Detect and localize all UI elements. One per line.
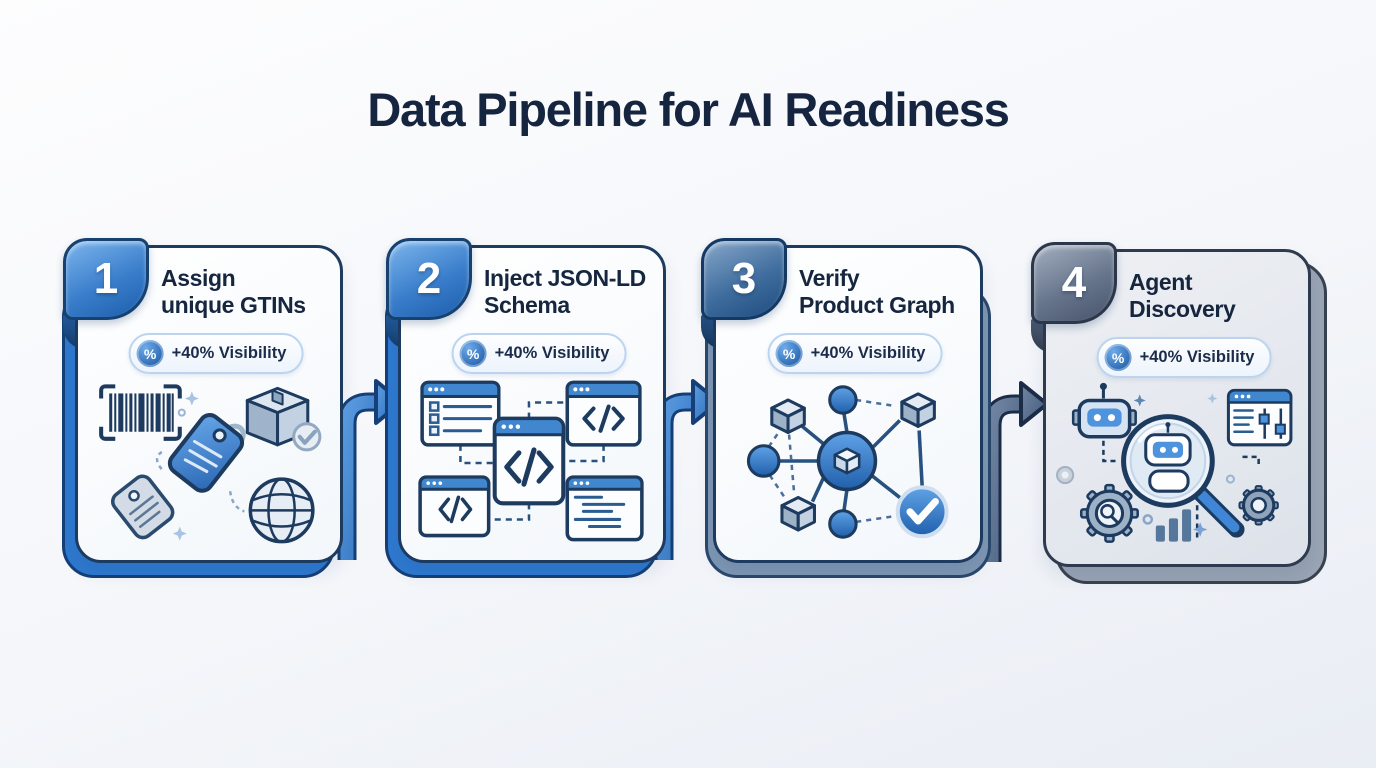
percent-seal-icon: % — [1104, 344, 1132, 371]
bar-chart-icon — [1142, 509, 1192, 542]
percent-glyph: % — [466, 345, 480, 362]
sparkle-icon — [172, 391, 199, 541]
agent-discovery-illustration — [1051, 375, 1303, 559]
text-window-icon — [565, 475, 644, 542]
dashed-arrow — [155, 449, 245, 513]
visibility-badge: % +40% Visibility — [1096, 337, 1272, 378]
package-check-icon — [245, 386, 322, 452]
gtin-illustration — [83, 371, 335, 555]
step-number-tab: 3 — [701, 238, 787, 320]
step-number: 1 — [93, 254, 119, 303]
step-number: 4 — [1061, 258, 1087, 307]
step-number: 2 — [416, 254, 442, 303]
step-title: Verify Product Graph — [799, 265, 973, 319]
barcode-icon — [99, 384, 182, 441]
visibility-badge: % +40% Visibility — [767, 333, 943, 374]
step-number: 3 — [731, 254, 757, 303]
visibility-badge: % +40% Visibility — [451, 333, 627, 374]
visibility-badge: % +40% Visibility — [128, 333, 304, 374]
step-card-2: 2 Inject JSON-LD Schema % +40% Visibilit… — [385, 238, 666, 578]
step-title: Inject JSON-LD Schema — [484, 265, 656, 319]
circle-node-icon — [746, 385, 858, 539]
graph-edges — [778, 412, 924, 512]
page-title: Data Pipeline for AI Readiness — [367, 83, 1010, 136]
globe-icon — [248, 477, 315, 544]
settings-window-icon — [1226, 388, 1293, 447]
percent-seal-icon: % — [136, 340, 164, 367]
step-number-tab: 1 — [63, 238, 149, 320]
step-title-line1: Inject JSON-LD — [484, 265, 646, 291]
step-title-line2: unique GTINs — [161, 292, 306, 319]
magnifier-robot-icon — [1121, 414, 1245, 538]
schema-illustration — [406, 371, 658, 555]
flow-arrow-3-4 — [975, 374, 1049, 564]
dashed-connector — [459, 401, 605, 521]
percent-seal-icon: % — [775, 340, 803, 367]
center-hub-icon — [816, 430, 878, 492]
visibility-badge-label: +40% Visibility — [810, 344, 926, 362]
percent-glyph: % — [143, 345, 157, 362]
step-title: Assign unique GTINs — [161, 265, 333, 319]
visibility-badge-label: +40% Visibility — [171, 344, 287, 362]
sparkle-icon — [1133, 393, 1235, 537]
list-window-icon — [420, 380, 501, 447]
gear-icon — [1238, 485, 1279, 526]
gear-search-icon — [1079, 483, 1139, 543]
visibility-badge-label: +40% Visibility — [494, 344, 610, 362]
robot-head-icon — [1071, 382, 1137, 439]
small-code-window-icon — [418, 475, 491, 538]
cube-node-icon — [770, 392, 936, 532]
step-card-1: 1 Assign unique GTINs % +40% Visibility — [62, 238, 343, 578]
step-card-3: 3 Verify Product Graph % +40% Visibility — [701, 238, 991, 578]
step-title-line1: Verify — [799, 265, 860, 291]
step-title-line2: Schema — [484, 292, 570, 319]
step-title-line2: Discovery — [1129, 296, 1236, 323]
dashed-connector — [1102, 440, 1260, 542]
step-number-tab: 2 — [386, 238, 472, 320]
product-graph-illustration — [721, 371, 975, 555]
step-title-line1: Assign — [161, 265, 236, 291]
step-number-tab: 4 — [1031, 242, 1117, 324]
step-title-line2: Product Graph — [799, 292, 955, 319]
center-code-window-icon — [492, 416, 566, 506]
blue-price-tag-icon — [167, 413, 246, 493]
step-title-line1: Agent — [1129, 269, 1193, 295]
step-title: Agent Discovery — [1129, 269, 1301, 323]
faint-gear-icon — [1056, 465, 1075, 485]
gray-price-tag-icon — [110, 474, 175, 540]
percent-glyph: % — [1111, 349, 1125, 366]
check-circle-icon — [895, 485, 949, 539]
graph-dashed-edges — [767, 398, 897, 524]
percent-glyph: % — [782, 345, 796, 362]
percent-seal-icon: % — [459, 340, 487, 367]
visibility-badge-label: +40% Visibility — [1139, 348, 1255, 366]
code-window-icon — [565, 380, 642, 447]
step-card-4: 4 Agent Discovery % +40% Visibility — [1031, 242, 1327, 584]
